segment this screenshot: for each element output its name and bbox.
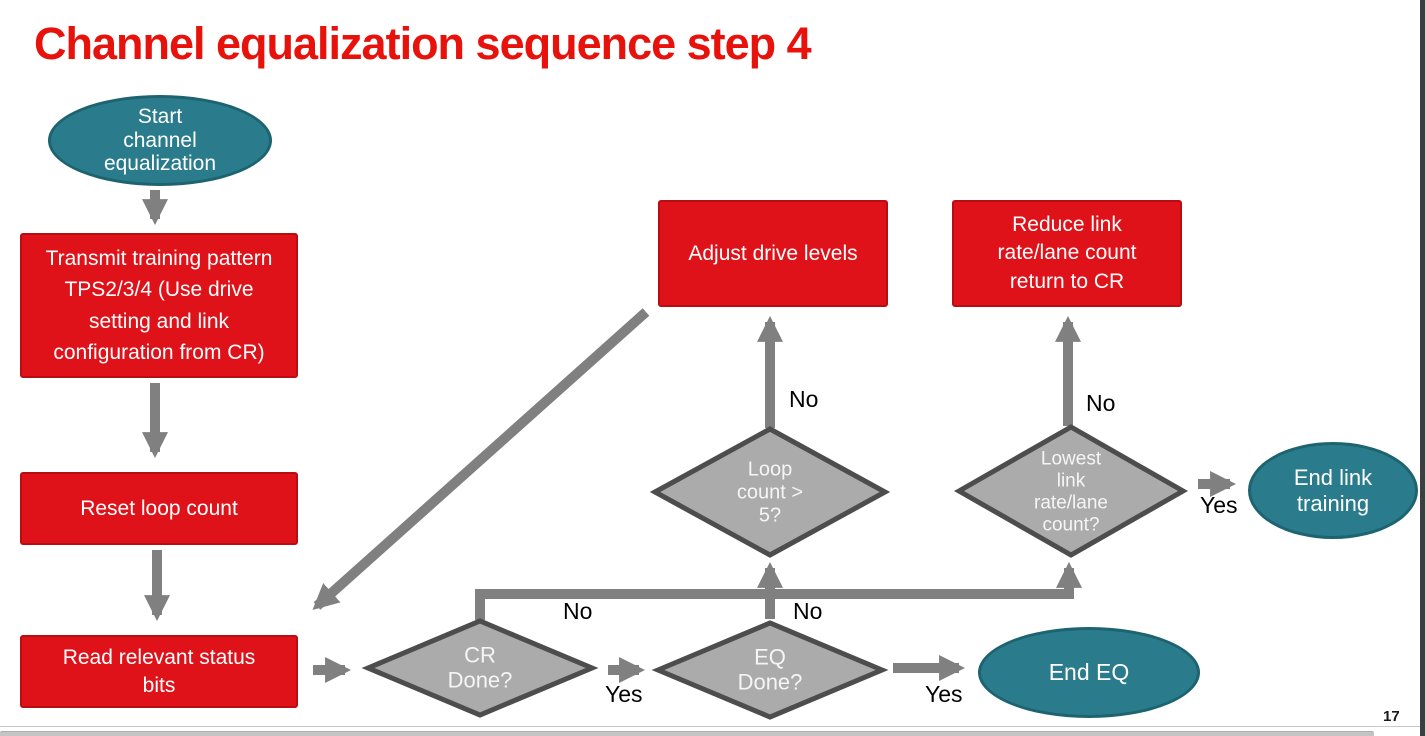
- lowest-link-yes-label: Yes: [1200, 492, 1238, 518]
- eq-done-diamond-label: EQ Done?: [737, 644, 803, 695]
- lowest-link-diamond: [953, 424, 1189, 558]
- reduce-link-rate-label: Reduce link rate/lane count return to CR: [997, 212, 1137, 293]
- adjust-drive-levels-box: Adjust drive levels: [658, 200, 888, 307]
- end-link-training-terminator: End link training: [1248, 442, 1418, 539]
- end-link-training-label: End link training: [1293, 465, 1373, 516]
- adjust-drive-levels-label: Adjust drive levels: [688, 241, 858, 265]
- loop-count-no-label: No: [789, 386, 819, 412]
- eq-done-yes-label: Yes: [925, 681, 963, 707]
- arrow-crdone-no-to-lowestlink: [475, 561, 1082, 620]
- end-eq-terminator: End EQ: [978, 627, 1200, 718]
- transmit-training-pattern-box: Transmit training pattern TPS2/3/4 (Use …: [20, 233, 298, 378]
- reduce-link-rate-box: Reduce link rate/lane count return to CR: [952, 200, 1182, 307]
- horizontal-scrollbar[interactable]: [0, 731, 1374, 736]
- start-terminator-label: Start channel equalization: [103, 104, 217, 176]
- read-status-bits-label: Read relevant status bits: [62, 646, 256, 697]
- transmit-training-pattern-label: Transmit training pattern TPS2/3/4 (Use …: [45, 246, 273, 365]
- reset-loop-count-label: Reset loop count: [80, 496, 238, 520]
- loop-count-diamond-label: Loop count > 5?: [736, 458, 804, 527]
- cr-done-no-label: No: [563, 598, 593, 624]
- arrow-adjust-to-read-diagonal: [312, 308, 650, 611]
- eq-done-no-label: No: [793, 598, 823, 624]
- lowest-link-no-label: No: [1086, 390, 1116, 416]
- eq-done-diamond: [651, 620, 889, 720]
- read-status-bits-box: Read relevant status bits: [20, 635, 298, 708]
- slide-bottom-edge: [0, 726, 1420, 727]
- end-eq-label: End EQ: [1048, 659, 1130, 686]
- cr-done-diamond-label: CR Done?: [447, 642, 513, 693]
- cr-done-yes-label: Yes: [605, 681, 643, 707]
- start-terminator: Start channel equalization: [48, 95, 272, 186]
- lowest-link-diamond-label: Lowest link rate/lane count?: [1034, 448, 1108, 535]
- viewer-right-edge: [1420, 0, 1425, 736]
- slide-title: Channel equalization sequence step 4: [34, 18, 812, 69]
- page-number: 17: [1383, 708, 1400, 725]
- cr-done-diamond: [361, 618, 599, 718]
- reset-loop-count-box: Reset loop count: [20, 472, 298, 545]
- loop-count-diamond: [649, 426, 891, 558]
